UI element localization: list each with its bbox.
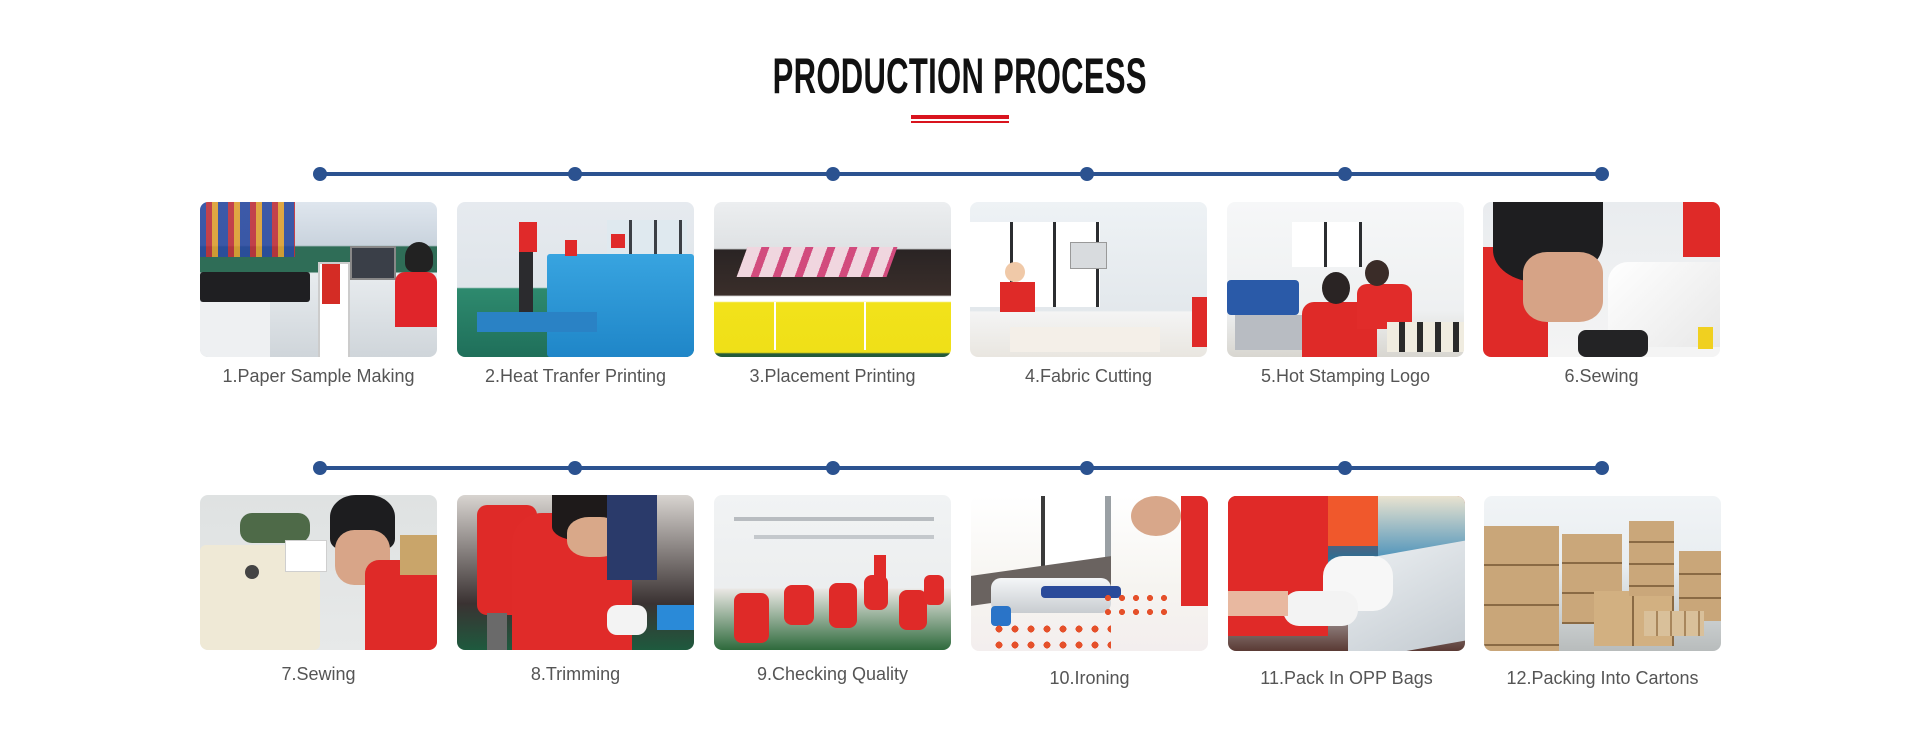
title-underline-divider xyxy=(911,115,1009,123)
step-label: 5.Hot Stamping Logo xyxy=(1260,366,1431,386)
step-label: 2.Heat Tranfer Printing xyxy=(484,366,667,386)
step-label: 9.Checking Quality xyxy=(756,664,909,684)
step-photo xyxy=(1227,202,1464,357)
process-step-4: 4.Fabric Cutting xyxy=(970,202,1207,386)
page-title: PRODUCTION PROCESS xyxy=(772,48,1148,104)
step-photo xyxy=(457,202,694,357)
step-photo xyxy=(714,495,951,650)
step-label: 10.Ironing xyxy=(1049,668,1130,688)
process-step-2: 2.Heat Tranfer Printing xyxy=(457,202,694,386)
step-label: 1.Paper Sample Making xyxy=(222,366,415,386)
step-label: 4.Fabric Cutting xyxy=(1024,366,1153,386)
timeline-dot-1 xyxy=(313,167,327,181)
underline-thick-bar xyxy=(911,115,1009,119)
timeline-dot-2 xyxy=(568,167,582,181)
timeline-dot-6 xyxy=(1595,167,1609,181)
step-photo xyxy=(200,495,437,650)
process-step-7: 7.Sewing xyxy=(200,495,437,684)
timeline-dot-10 xyxy=(1080,461,1094,475)
step-photo xyxy=(200,202,437,357)
step-label: 11.Pack In OPP Bags xyxy=(1260,668,1433,688)
step-label: 3.Placement Printing xyxy=(749,366,916,386)
step-photo xyxy=(971,496,1208,651)
underline-thin-bar xyxy=(911,121,1009,123)
process-step-11: 11.Pack In OPP Bags xyxy=(1228,496,1465,688)
step-label: 7.Sewing xyxy=(281,664,356,684)
process-step-5: 5.Hot Stamping Logo xyxy=(1227,202,1464,386)
step-photo xyxy=(457,495,694,650)
timeline-dot-5 xyxy=(1338,167,1352,181)
process-step-12: 12.Packing Into Cartons xyxy=(1484,496,1721,688)
step-photo xyxy=(1484,496,1721,651)
timeline-dot-7 xyxy=(313,461,327,475)
timeline-row-2 xyxy=(313,461,1609,475)
step-photo xyxy=(1483,202,1720,357)
timeline-dot-12 xyxy=(1595,461,1609,475)
process-step-8: 8.Trimming xyxy=(457,495,694,684)
timeline-dot-11 xyxy=(1338,461,1352,475)
step-label: 12.Packing Into Cartons xyxy=(1506,668,1699,688)
process-step-3: 3.Placement Printing xyxy=(714,202,951,386)
step-label: 6.Sewing xyxy=(1564,366,1639,386)
timeline-dot-3 xyxy=(826,167,840,181)
step-photo xyxy=(970,202,1207,357)
process-step-6: 6.Sewing xyxy=(1483,202,1720,386)
step-label: 8.Trimming xyxy=(530,664,621,684)
section-header: PRODUCTION PROCESS xyxy=(0,50,1920,102)
step-photo xyxy=(1228,496,1465,651)
timeline-line xyxy=(320,172,1602,176)
timeline-dot-4 xyxy=(1080,167,1094,181)
process-step-9: 9.Checking Quality xyxy=(714,495,951,684)
timeline-dot-8 xyxy=(568,461,582,475)
timeline-line xyxy=(320,466,1602,470)
timeline-dot-9 xyxy=(826,461,840,475)
timeline-row-1 xyxy=(313,167,1609,181)
process-step-10: 10.Ironing xyxy=(971,496,1208,688)
step-photo xyxy=(714,202,951,357)
process-step-1: 1.Paper Sample Making xyxy=(200,202,437,386)
